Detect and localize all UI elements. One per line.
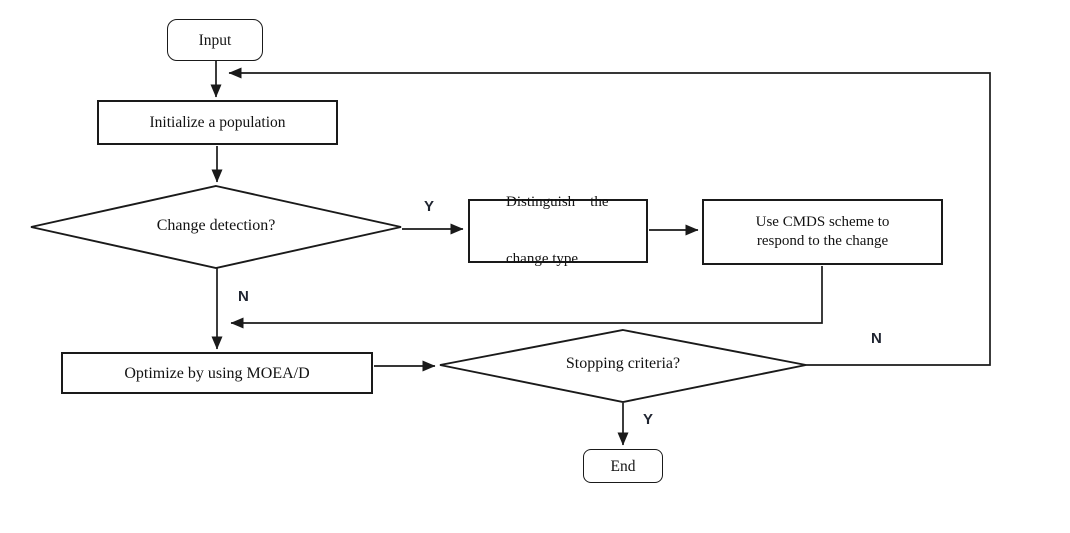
node-change-detection-label: Change detection? — [156, 217, 276, 234]
stopping-criteria-diamond — [439, 329, 807, 403]
node-end-label: End — [610, 457, 636, 475]
node-input: Input — [167, 19, 263, 61]
node-stopping-criteria-label: Stopping criteria? — [565, 355, 681, 372]
node-optimize-moead: Optimize by using MOEA/D — [61, 352, 373, 394]
node-initialize-population: Initialize a population — [97, 100, 338, 145]
node-initialize-label: Initialize a population — [149, 114, 286, 131]
edge-label-change-yes: Y — [424, 198, 435, 215]
edge-label-change-no: N — [238, 288, 249, 305]
edge-label-stopping-no: N — [871, 330, 882, 347]
node-optimize-label: Optimize by using MOEA/D — [124, 364, 310, 382]
edge-cmds-return — [230, 266, 823, 329]
edge-stopping-no-loopback — [228, 67, 991, 366]
edge-label-stopping-yes: Y — [643, 411, 654, 428]
node-distinguish-label: Distinguish the change type — [506, 194, 609, 267]
node-distinguish-change-type: Distinguish the change type — [468, 194, 648, 267]
change-detection-diamond — [30, 185, 402, 269]
node-cmds-scheme: Use CMDS scheme to respond to the change — [702, 199, 943, 265]
node-cmds-label: Use CMDS scheme to respond to the change — [755, 214, 890, 249]
node-end: End — [583, 449, 663, 483]
node-input-label: Input — [198, 31, 232, 49]
